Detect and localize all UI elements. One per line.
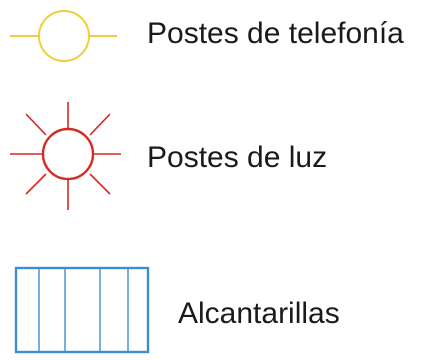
legend-label-postes-telefonia: Postes de telefonía [147, 17, 404, 50]
light-pole-icon [10, 102, 121, 210]
sewer-grate-icon [14, 266, 150, 354]
telephone-pole-icon [10, 10, 117, 62]
legend-label-postes-luz: Postes de luz [147, 141, 328, 174]
legend-label-alcantarillas: Alcantarillas [178, 297, 340, 330]
